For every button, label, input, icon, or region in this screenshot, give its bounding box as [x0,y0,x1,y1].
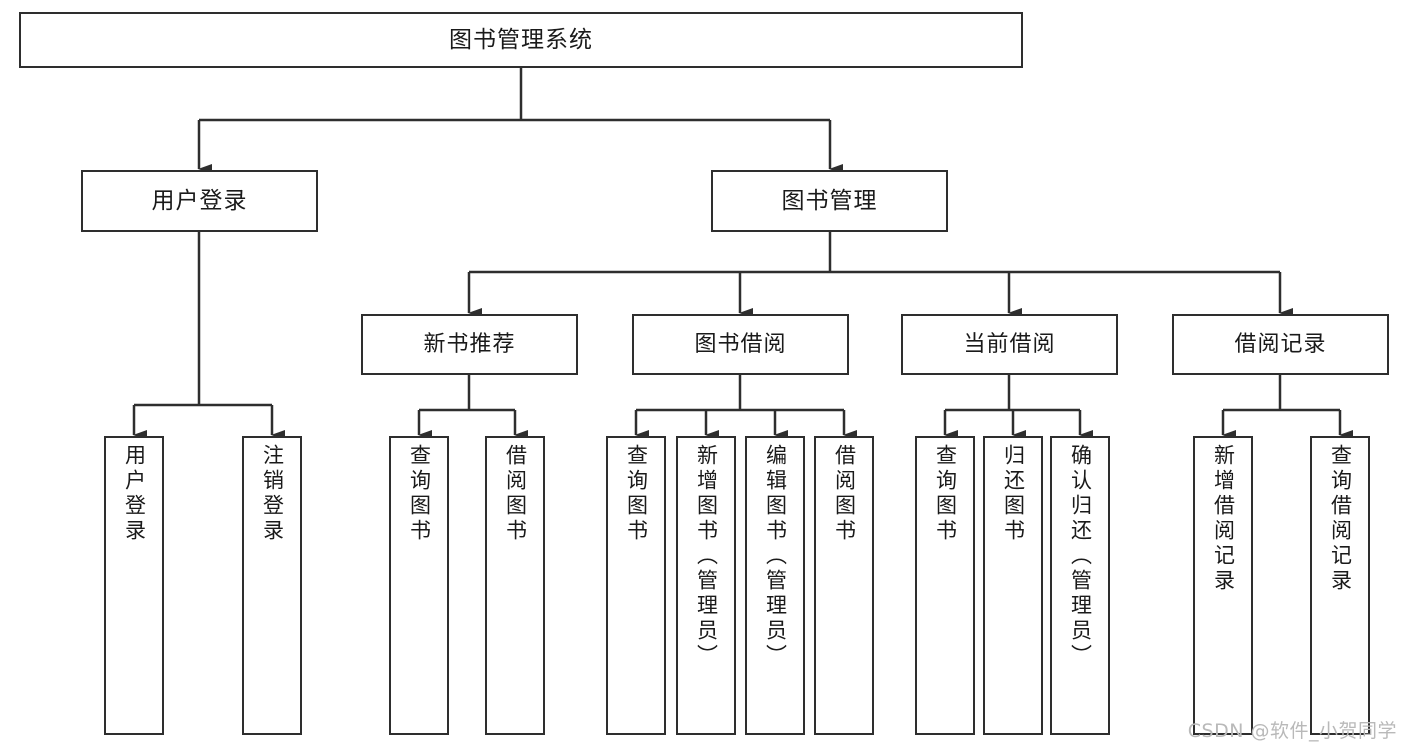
node-leaf-confirm-return[interactable]: 确认归还（管理员） [1050,436,1110,735]
node-leaf-query-book-current[interactable]: 查询图书 [915,436,975,735]
node-label: 注销登录 [260,444,285,544]
node-leaf-query-book-borrow[interactable]: 查询图书 [606,436,666,735]
node-label: 用户登录 [122,444,147,544]
node-book-manage[interactable]: 图书管理 [711,170,948,232]
node-leaf-add-book[interactable]: 新增图书（管理员） [676,436,736,735]
node-label: 查询图书 [624,444,649,544]
node-label: 查询图书 [933,444,958,544]
node-book-borrow[interactable]: 图书借阅 [632,314,849,375]
node-leaf-user-logout[interactable]: 注销登录 [242,436,302,735]
node-label: 借阅图书 [503,444,528,544]
node-root[interactable]: 图书管理系统 [19,12,1023,68]
node-current-borrow[interactable]: 当前借阅 [901,314,1118,375]
node-leaf-add-borrow-record[interactable]: 新增借阅记录 [1193,436,1253,735]
node-label: 用户登录 [151,187,248,214]
node-leaf-borrow-book[interactable]: 借阅图书 [814,436,874,735]
node-label: 查询借阅记录 [1328,444,1353,594]
node-user-login[interactable]: 用户登录 [81,170,318,232]
node-label: 借阅记录 [1234,331,1327,357]
node-label: 归还图书 [1001,444,1026,544]
node-label: 编辑图书（管理员） [763,444,788,669]
node-leaf-query-book-recommend[interactable]: 查询图书 [389,436,449,735]
node-label: 新书推荐 [423,331,516,357]
node-label: 确认归还（管理员） [1068,444,1093,669]
connector-paths [132,68,1353,440]
node-borrow-record[interactable]: 借阅记录 [1172,314,1389,375]
node-new-book-recommend[interactable]: 新书推荐 [361,314,578,375]
node-leaf-user-login[interactable]: 用户登录 [104,436,164,735]
node-leaf-query-borrow-record[interactable]: 查询借阅记录 [1310,436,1370,735]
node-leaf-return-book[interactable]: 归还图书 [983,436,1043,735]
node-leaf-borrow-book-recommend[interactable]: 借阅图书 [485,436,545,735]
node-label: 新增借阅记录 [1211,444,1236,594]
node-label: 图书管理系统 [449,26,593,53]
node-label: 图书管理 [781,187,878,214]
node-label: 查询图书 [407,444,432,544]
node-label: 借阅图书 [832,444,857,544]
node-label: 新增图书（管理员） [694,444,719,669]
node-leaf-edit-book[interactable]: 编辑图书（管理员） [745,436,805,735]
node-label: 图书借阅 [694,331,787,357]
watermark-text: CSDN @软件_小贺同学 [1187,720,1397,742]
node-label: 当前借阅 [963,331,1056,357]
